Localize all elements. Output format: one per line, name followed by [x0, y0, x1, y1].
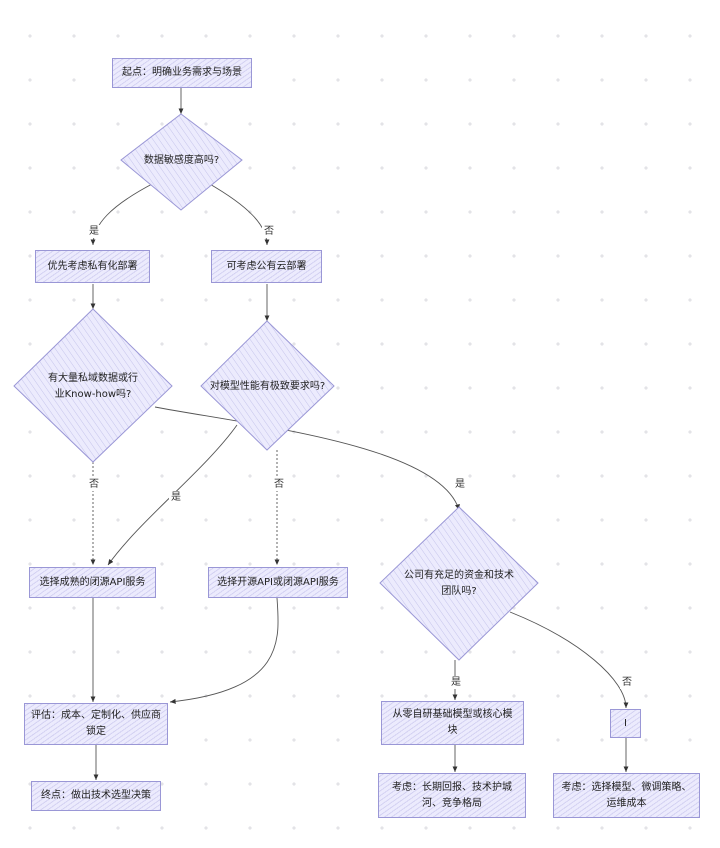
decision-label-private-data: 有大量私域数据或行业Know-how吗?: [48, 373, 138, 400]
decision-diamond-team: [379, 506, 539, 661]
edge-label-no-private-data: 否: [87, 478, 101, 491]
edge-q-private-data-to-q-team: [154, 406, 460, 511]
closed-api-node: 选择成熟的闭源API服务: [29, 567, 156, 598]
end-node: 终点：做出技术选型决策: [31, 781, 161, 811]
edge-label-no-team: 否: [620, 676, 634, 689]
decision-label-team: 公司有充足的资金和技术团队吗?: [404, 570, 514, 597]
decision-diamond-sensitivity: [120, 113, 243, 211]
edge-label-yes-sensitivity: 是: [87, 225, 101, 238]
private-deploy-node: 优先考虑私有化部署: [35, 250, 150, 283]
edge-label-no-sensitivity: 否: [262, 225, 276, 238]
edge-q-team-to-pipe: [509, 611, 629, 709]
decision-label-performance: 对模型性能有极致要求吗?: [209, 381, 326, 392]
edge-label-yes-private-data: 是: [453, 478, 467, 491]
pipe-node: I: [610, 709, 641, 738]
edge-sensitivity-to-public: [207, 182, 270, 246]
decision-diamond-performance: [200, 320, 335, 451]
edge-label-no-performance: 否: [272, 478, 286, 491]
consider-scratch-node: 考虑：长期回报、技术护城河、竞争格局: [378, 773, 526, 818]
edge-open-or-closed-to-evaluate: [169, 597, 279, 704]
edge-sensitivity-to-private: [90, 182, 155, 246]
decision-diamond-private-data: [13, 308, 173, 463]
build-from-scratch-node: 从零自研基础模型或核心模块: [381, 701, 524, 745]
edge-label-yes-performance: 是: [169, 491, 183, 504]
decision-label-sensitivity: 数据敏感度高吗?: [143, 155, 220, 166]
evaluate-node: 评估：成本、定制化、供应商锁定: [24, 703, 168, 745]
start-node: 起点：明确业务需求与场景: [112, 58, 252, 88]
consider-tune-node: 考虑：选择模型、微调策略、运维成本: [553, 773, 700, 818]
edge-label-yes-team: 是: [449, 676, 463, 689]
open-or-closed-api-node: 选择开源API或闭源API服务: [208, 567, 348, 598]
public-cloud-node: 可考虑公有云部署: [211, 250, 322, 283]
